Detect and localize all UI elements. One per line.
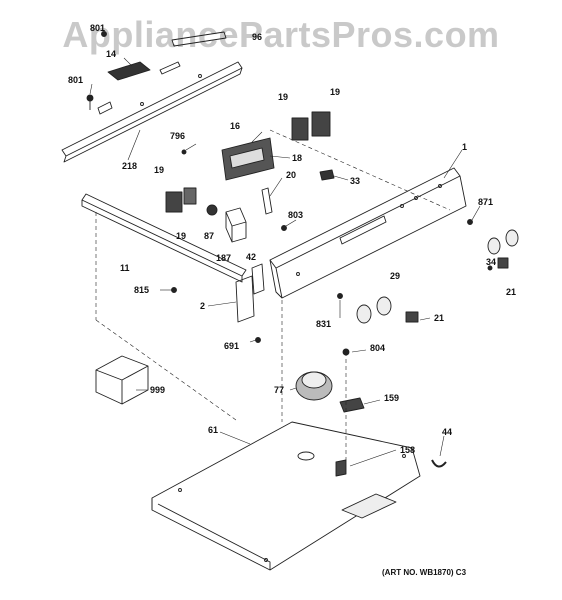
callout-831: 831 [316, 319, 332, 329]
callout-815: 815 [134, 285, 150, 295]
callout-77: 77 [274, 385, 285, 395]
screw-815-icon [171, 287, 177, 293]
watermark: AppliancePartsPros.com [62, 14, 500, 55]
callout-19-c: 19 [154, 165, 165, 175]
screw-691-icon [255, 337, 261, 343]
callout-29: 29 [390, 271, 401, 281]
part-44-clip [431, 459, 447, 468]
part-16-control-board [221, 137, 275, 181]
part-1-control-panel [269, 167, 467, 299]
callout-34: 34 [486, 257, 497, 267]
callout-20: 20 [286, 170, 297, 180]
part-19-switch-pair [291, 111, 331, 141]
callout-16: 16 [230, 121, 241, 131]
callout-187: 187 [216, 253, 232, 263]
callout-796: 796 [170, 131, 186, 141]
screw-871-icon [467, 219, 473, 225]
part-218-back-panel [61, 61, 243, 163]
screw-801-top-icon [101, 31, 107, 37]
part-19-switch [165, 187, 197, 213]
callout-44: 44 [442, 427, 453, 437]
callout-19-d: 19 [176, 231, 187, 241]
part-14-plate [107, 61, 151, 81]
part-33-clip [319, 169, 335, 181]
callout-87: 87 [204, 231, 215, 241]
callout-33: 33 [350, 176, 361, 186]
screw-801-icon [86, 94, 94, 110]
callout-42: 42 [246, 252, 257, 262]
part-2-bracket [235, 263, 265, 323]
callout-159: 159 [384, 393, 400, 403]
screw-803-icon [281, 225, 287, 231]
part-77-coil [295, 371, 333, 401]
part-11-trim [81, 193, 247, 283]
callout-158: 158 [400, 445, 416, 455]
callout-801-top: 801 [90, 23, 106, 33]
part-159-bracket [339, 397, 365, 413]
part-61-base-pan [151, 421, 421, 571]
callout-803: 803 [288, 210, 304, 220]
callout-19-a: 19 [278, 92, 289, 102]
callout-19-b: 19 [330, 87, 341, 97]
art-number: (ART NO. WB1870) C3 [382, 568, 467, 577]
callout-61: 61 [208, 425, 219, 435]
callout-218: 218 [122, 161, 138, 171]
callout-21-b: 21 [434, 313, 445, 323]
part-96-bracket [171, 31, 227, 47]
screw-831-icon [337, 293, 343, 299]
callout-14: 14 [106, 49, 117, 59]
part-87-knob-icon [206, 204, 218, 216]
callout-804: 804 [370, 343, 386, 353]
callout-21-a: 21 [506, 287, 517, 297]
part-187-block [225, 207, 247, 243]
callout-999: 999 [150, 385, 166, 395]
callout-96: 96 [252, 32, 263, 42]
callout-871: 871 [478, 197, 494, 207]
callout-691: 691 [224, 341, 240, 351]
part-999-box [95, 355, 149, 405]
callout-18: 18 [292, 153, 303, 163]
callout-11: 11 [120, 263, 130, 273]
part-20-bracket [261, 187, 273, 215]
screw-796-icon [181, 149, 187, 155]
part-29-knobs [356, 296, 419, 324]
callout-801: 801 [68, 75, 84, 85]
callout-2: 2 [200, 301, 206, 311]
part-knobs-right [487, 229, 519, 271]
callout-1: 1 [462, 142, 468, 152]
